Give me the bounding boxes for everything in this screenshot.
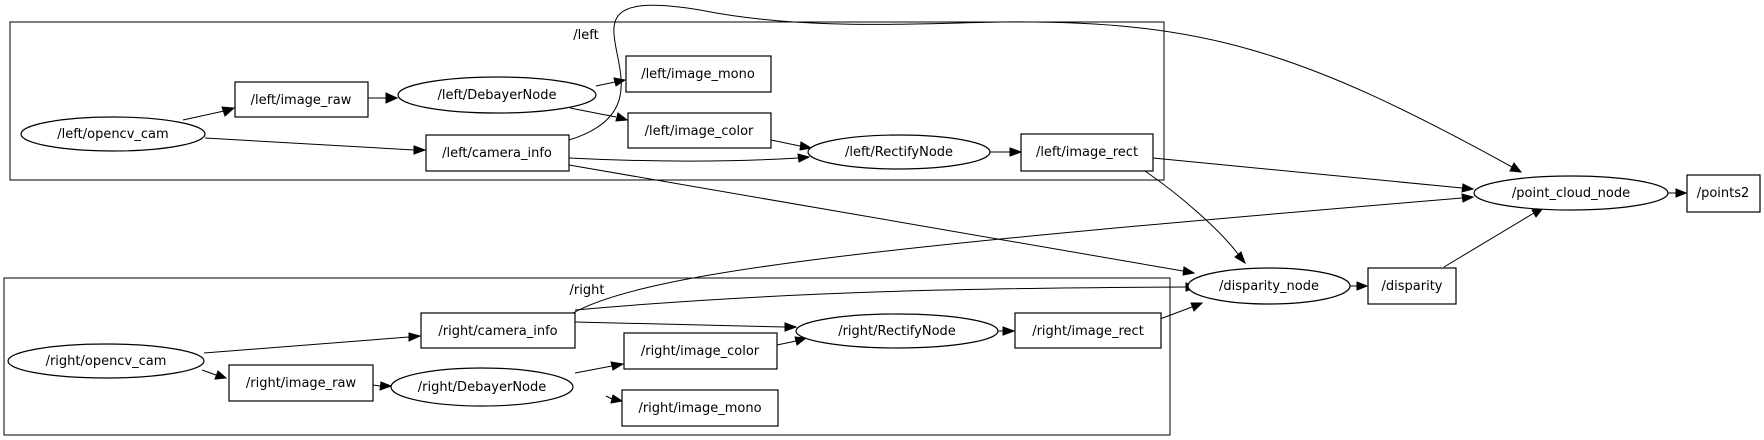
topic-right-image-mono-label: /right/image_mono <box>638 401 761 416</box>
node-right-rectify-label: /right/RectifyNode <box>838 324 956 339</box>
topic-left-camera-info-label: /left/camera_info <box>442 146 552 161</box>
node-right-opencv-cam[interactable]: /right/opencv_cam <box>7 343 205 379</box>
cluster-left: /left <box>9 21 1165 181</box>
topic-right-camera-info[interactable]: /right/camera_info <box>420 312 576 349</box>
topic-left-image-raw[interactable]: /left/image_raw <box>234 81 369 118</box>
node-left-debayer[interactable]: /left/DebayerNode <box>397 76 597 114</box>
topic-disparity-label: /disparity <box>1382 279 1443 294</box>
edge-left-rectify-to-image-rect[interactable] <box>990 147 1023 157</box>
edge-left-image-raw-to-debayer[interactable] <box>368 92 399 104</box>
node-disparity[interactable]: /disparity_node <box>1187 267 1351 305</box>
node-left-opencv-cam[interactable]: /left/opencv_cam <box>20 116 206 152</box>
edges-layer <box>182 4 1688 404</box>
node-left-rectify[interactable]: /left/RectifyNode <box>807 134 991 170</box>
topic-right-image-raw[interactable]: /right/image_raw <box>228 364 374 402</box>
edge-right-rectify-to-image-rect[interactable] <box>998 326 1016 336</box>
node-left-opencv-cam-label: /left/opencv_cam <box>57 127 168 142</box>
edge-right-camera-info-to-point-cloud-node[interactable] <box>572 193 1475 314</box>
topic-left-image-rect[interactable]: /left/image_rect <box>1020 133 1154 172</box>
edge-right-image-color-to-rectify[interactable] <box>776 336 808 346</box>
edge-left-opencv-cam-to-image-raw[interactable] <box>182 106 236 121</box>
topic-right-image-color-label: /right/image_color <box>641 344 760 359</box>
edge-right-opencv-cam-to-image-raw[interactable] <box>201 369 228 380</box>
nodes-layer: /left/opencv_cam /left/image_raw /left/D… <box>7 55 1761 427</box>
edge-left-camera-info-to-disparity-node[interactable] <box>568 164 1196 276</box>
topic-right-image-color[interactable]: /right/image_color <box>623 332 778 370</box>
node-point-cloud[interactable]: /point_cloud_node <box>1473 175 1669 211</box>
edge-left-camera-info-to-rectify[interactable] <box>568 153 811 163</box>
topic-left-image-mono[interactable]: /left/image_mono <box>625 55 772 93</box>
edge-left-image-color-to-rectify[interactable] <box>770 139 813 151</box>
edge-right-image-rect-to-disparity-node[interactable] <box>1159 302 1204 320</box>
node-disparity-label: /disparity_node <box>1219 279 1319 294</box>
topic-left-image-rect-label: /left/image_rect <box>1036 145 1138 160</box>
edge-disparity-node-to-disparity[interactable] <box>1350 281 1369 291</box>
topic-left-image-mono-label: /left/image_mono <box>641 67 755 82</box>
topic-left-image-raw-label: /left/image_raw <box>251 93 352 108</box>
edge-right-debayer-to-image-mono[interactable] <box>605 394 624 404</box>
node-left-debayer-label: /left/DebayerNode <box>437 88 556 103</box>
topic-right-image-raw-label: /right/image_raw <box>246 376 357 391</box>
edge-left-opencv-cam-to-camera-info[interactable] <box>204 137 427 155</box>
edge-disparity-to-point-cloud-node[interactable] <box>1443 207 1545 268</box>
topic-left-image-color[interactable]: /left/image_color <box>627 112 772 149</box>
topic-disparity[interactable]: /disparity <box>1367 267 1457 305</box>
edge-right-camera-info-to-rectify[interactable] <box>574 321 798 332</box>
edge-left-debayer-to-image-mono[interactable] <box>595 77 627 87</box>
topic-right-image-rect[interactable]: /right/image_rect <box>1014 312 1162 349</box>
node-right-rectify[interactable]: /right/RectifyNode <box>795 313 999 349</box>
cluster-right-label: /right <box>570 283 605 298</box>
node-point-cloud-label: /point_cloud_node <box>1512 186 1630 201</box>
cluster-left-label: /left <box>573 28 598 43</box>
topic-points2-label: /points2 <box>1697 186 1750 201</box>
topic-left-camera-info[interactable]: /left/camera_info <box>425 134 570 172</box>
edge-left-image-rect-to-point-cloud-node[interactable] <box>1152 157 1475 193</box>
topic-right-camera-info-label: /right/camera_info <box>438 324 557 339</box>
edge-point-cloud-node-to-points2[interactable] <box>1668 188 1688 198</box>
topic-right-image-mono[interactable]: /right/image_mono <box>621 389 779 427</box>
edge-left-debayer-to-image-color[interactable] <box>569 107 629 122</box>
edge-left-camera-info-to-point-cloud-node[interactable] <box>568 4 1523 173</box>
edge-right-opencv-cam-to-camera-info[interactable] <box>203 332 422 354</box>
node-right-debayer[interactable]: /right/DebayerNode <box>390 367 574 407</box>
edge-right-camera-info-to-disparity-node[interactable] <box>574 282 1199 311</box>
edge-right-image-raw-to-debayer[interactable] <box>372 381 393 391</box>
node-right-debayer-label: /right/DebayerNode <box>418 380 547 395</box>
cluster-right: /right <box>3 277 1171 436</box>
node-right-opencv-cam-label: /right/opencv_cam <box>46 354 167 369</box>
edge-right-debayer-to-image-color[interactable] <box>574 361 625 374</box>
node-left-rectify-label: /left/RectifyNode <box>845 145 953 160</box>
topic-left-image-color-label: /left/image_color <box>645 124 754 139</box>
topic-points2[interactable]: /points2 <box>1686 174 1761 213</box>
edge-left-image-rect-to-disparity-node[interactable] <box>1144 170 1246 265</box>
topic-right-image-rect-label: /right/image_rect <box>1032 324 1144 339</box>
